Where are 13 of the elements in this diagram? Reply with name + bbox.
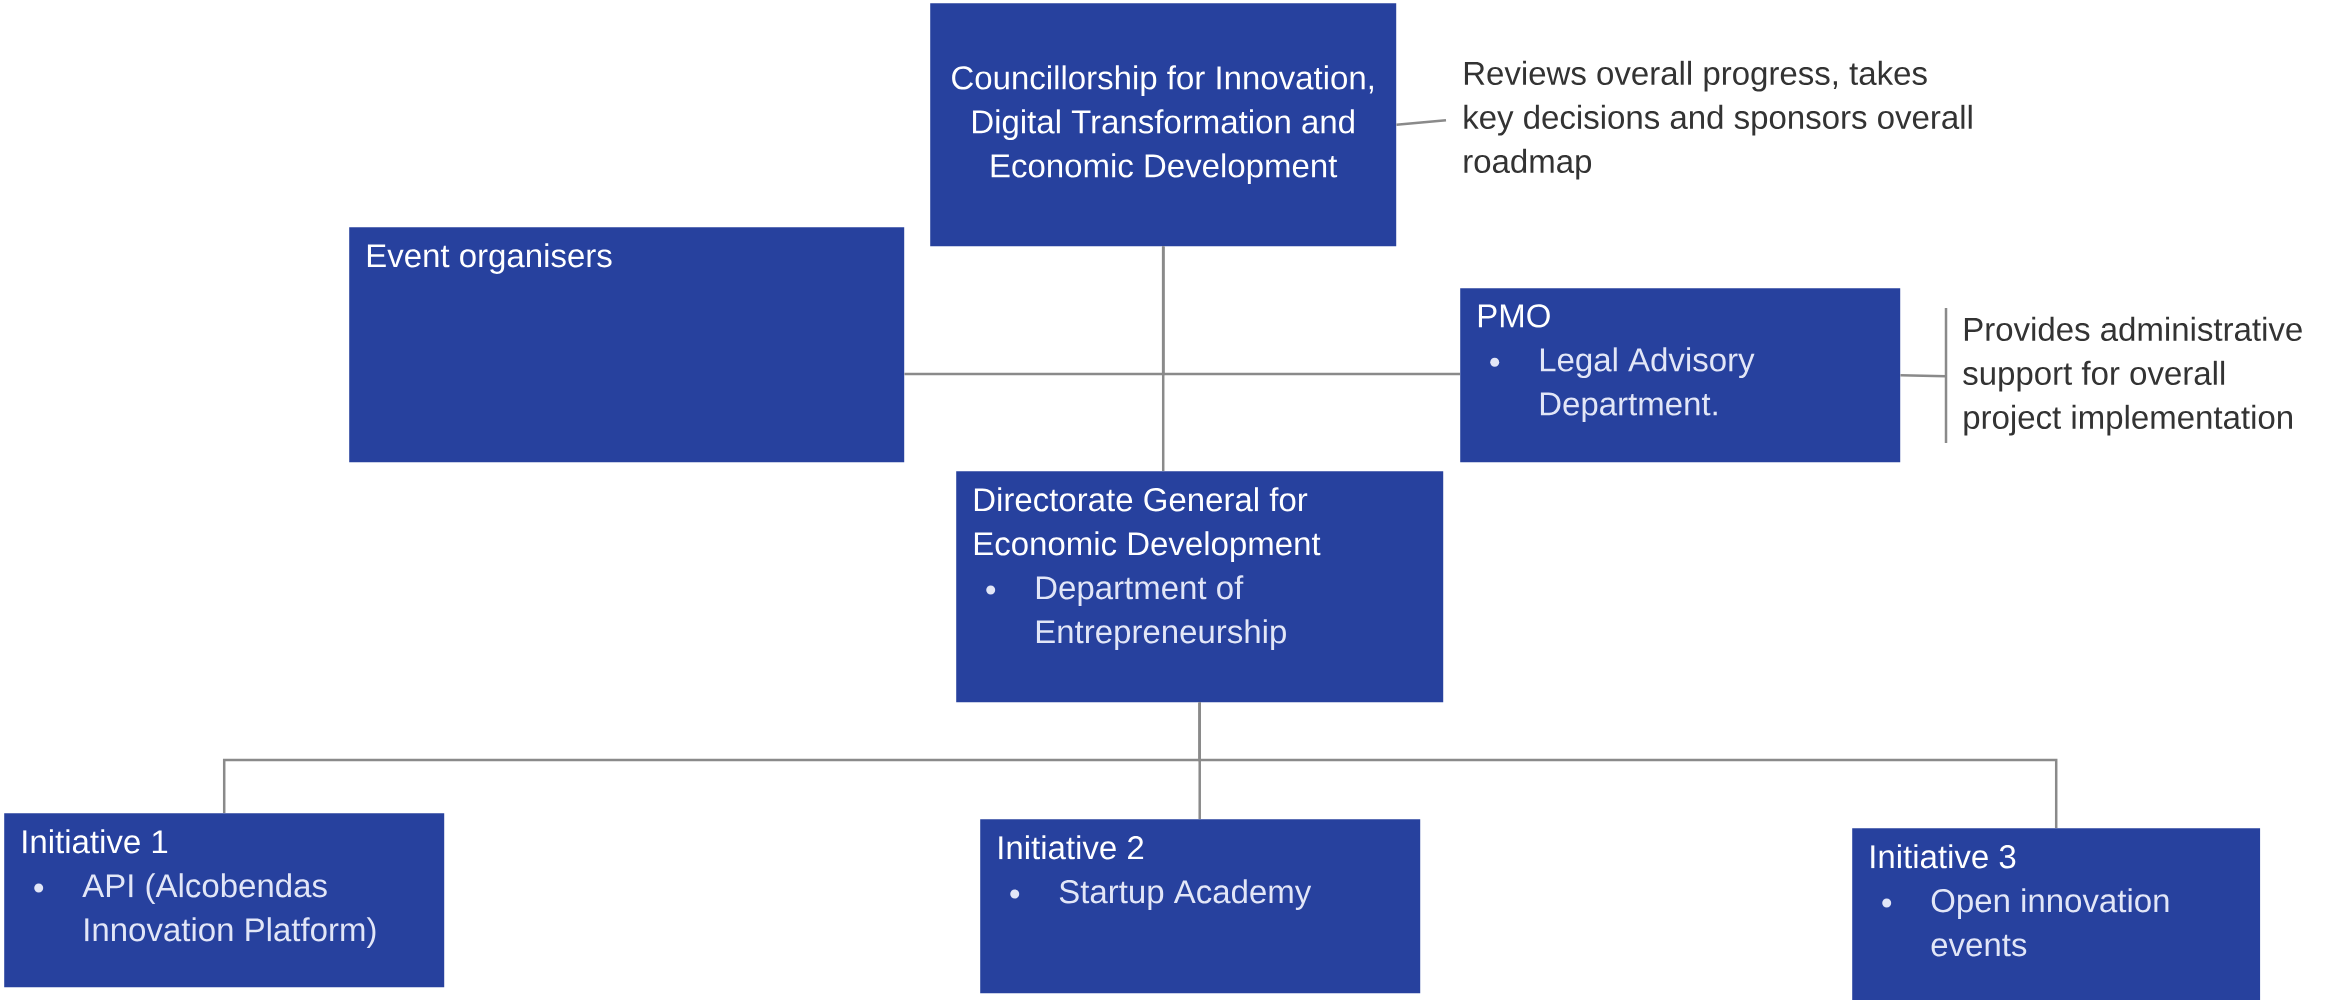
connector-line	[1198, 702, 2058, 828]
note-text: Reviews overall progress, takes key decisions and sponsors overall roadmap	[1464, 60, 1972, 180]
process-box: PMO Legal Advisory Department.	[1460, 288, 1901, 463]
process-box: Directorate General for Economic Development Department of Entrepreneurship	[956, 471, 1444, 703]
connector-line	[1900, 373, 1947, 378]
process-box: Initiative 2 Startup Academy	[980, 819, 1421, 994]
connector-line	[1396, 118, 1447, 126]
note-text: Provides administrative support for overall project implementation	[1963, 316, 2302, 436]
process-box: Event organisers	[349, 227, 905, 463]
process-box: Initiative 1 API (Alcobendas Innovation Platform)	[4, 813, 445, 988]
process-box: Initiative 3 Open innovation events	[1852, 828, 2261, 1000]
process-box: Councillorship for Innovation, Digital Transformation and Economic Development	[930, 3, 1397, 247]
connector-line	[1161, 246, 1165, 471]
